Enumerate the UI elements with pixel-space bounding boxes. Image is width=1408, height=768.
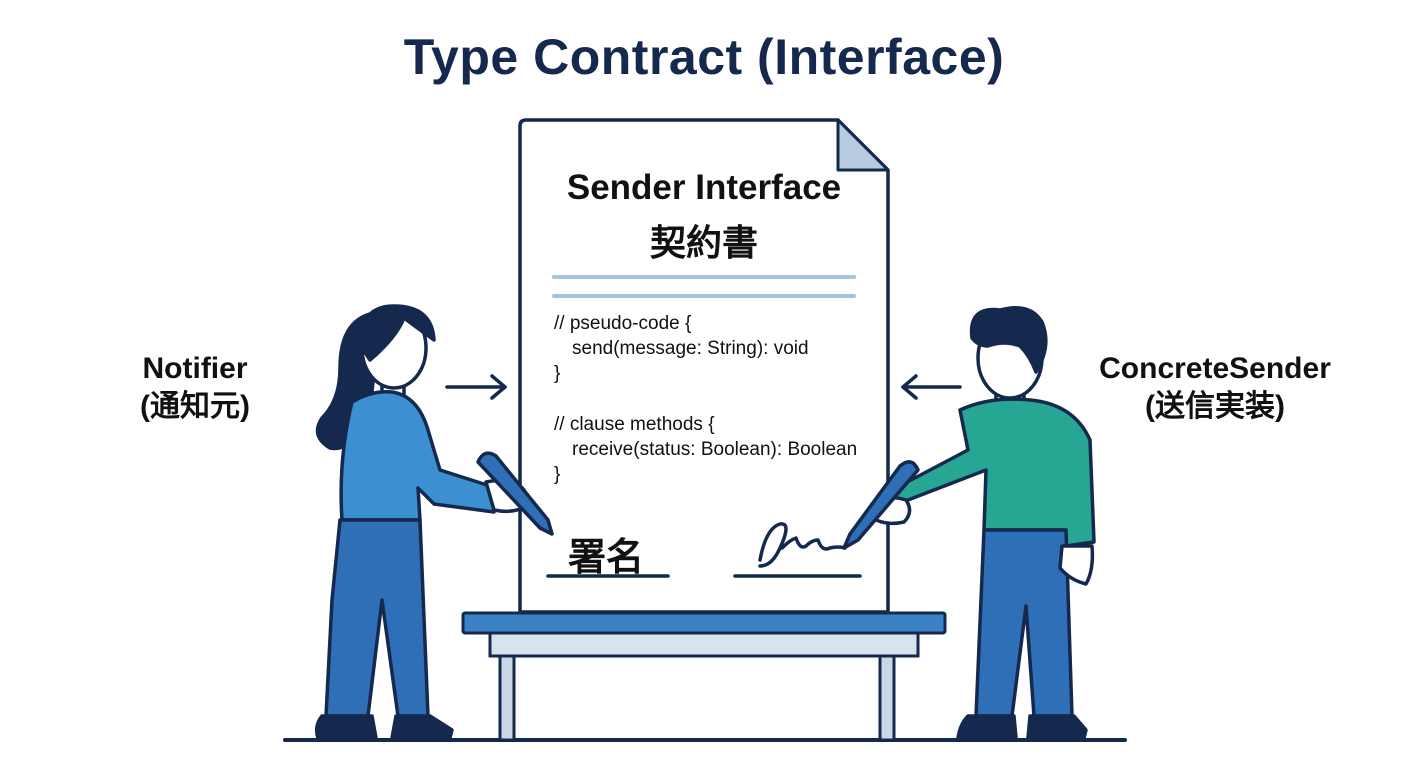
concrete-sender-label: ConcreteSender (送信実装) (1080, 350, 1350, 426)
code-line: // pseudo-code { (554, 313, 692, 334)
concrete-sender-person (842, 306, 1096, 740)
code-line: receive(status: Boolean): Boolean (572, 439, 858, 460)
diagram-title: Type Contract (Interface) (403, 29, 1005, 85)
notifier-person (314, 304, 554, 740)
code-line: // clause methods { (554, 414, 715, 435)
concrete-sender-name: ConcreteSender (1099, 352, 1331, 385)
notifier-name: Notifier (142, 352, 248, 385)
table (461, 611, 947, 742)
document-title: Sender Interface (566, 168, 842, 207)
code-line: send(message: String): void (572, 338, 809, 359)
arrow-left-icon (901, 374, 962, 400)
arrow-right-icon (445, 374, 507, 400)
notifier-role: (通知元) (140, 390, 250, 423)
document-subtitle: 契約書 (649, 222, 758, 263)
signature-label: 署名 (568, 537, 645, 579)
concrete-sender-role: (送信実装) (1145, 390, 1285, 423)
code-line: } (554, 464, 561, 485)
contract-document (518, 118, 890, 614)
page-fold-corner (836, 118, 890, 172)
signature-scribble (758, 522, 847, 568)
code-line: } (554, 363, 561, 384)
notifier-label: Notifier (通知元) (110, 350, 280, 426)
